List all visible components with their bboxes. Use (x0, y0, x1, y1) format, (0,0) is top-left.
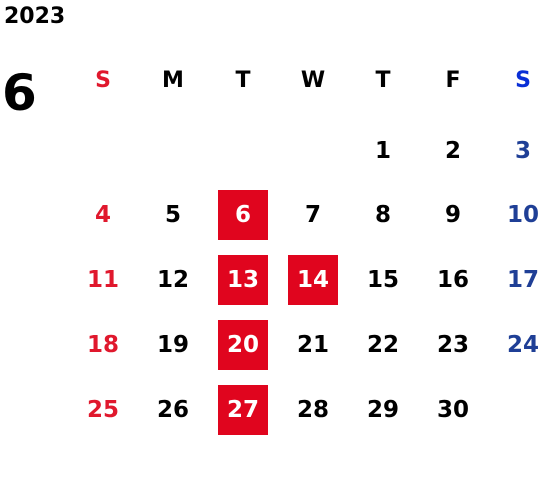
day-cell: 25 (86, 397, 119, 423)
day-cell: 19 (156, 332, 189, 358)
empty-day-cell (288, 126, 338, 176)
day-cell: 24 (506, 332, 539, 358)
day-cell: 10 (506, 202, 539, 228)
highlighted-day-cell: 13 (218, 255, 268, 305)
day-cell: 22 (366, 332, 399, 358)
day-cell: 21 (296, 332, 329, 358)
week-row: 25 26 27 28 29 30 (68, 385, 548, 435)
month-label: 6 (2, 64, 37, 122)
week-row: 1 2 3 (68, 126, 548, 176)
empty-day-cell (148, 126, 198, 176)
empty-day-cell (498, 385, 548, 435)
week-row: 18 19 20 21 22 23 24 (68, 320, 548, 370)
day-cell: 15 (366, 267, 399, 293)
weekday-saturday: S (515, 68, 531, 93)
weekday-tuesday: T (235, 68, 251, 93)
day-cell: 16 (436, 267, 469, 293)
day-cell: 2 (444, 138, 461, 164)
day-cell: 7 (304, 202, 321, 228)
day-cell: 26 (156, 397, 189, 423)
empty-day-cell (78, 126, 128, 176)
highlighted-day-cell: 27 (218, 385, 268, 435)
highlighted-day-cell: 14 (288, 255, 338, 305)
weekday-friday: F (445, 68, 461, 93)
day-cell: 8 (374, 202, 391, 228)
weekday-sunday: S (95, 68, 111, 93)
weekday-monday: M (162, 68, 184, 93)
day-cell: 1 (374, 138, 391, 164)
week-row: 11 12 13 14 15 16 17 (68, 255, 548, 305)
day-cell: 12 (156, 267, 189, 293)
weekday-thursday: T (375, 68, 391, 93)
day-cell: 3 (514, 138, 531, 164)
day-cell: 18 (86, 332, 119, 358)
day-cell: 17 (506, 267, 539, 293)
weekday-wednesday: W (300, 68, 326, 93)
day-cell: 29 (366, 397, 399, 423)
weekday-header: S M T W T F S (68, 56, 548, 106)
day-cell: 28 (296, 397, 329, 423)
day-cell: 11 (86, 267, 119, 293)
highlighted-day-cell: 6 (218, 190, 268, 240)
highlighted-day-cell: 20 (218, 320, 268, 370)
day-cell: 30 (436, 397, 469, 423)
year-label: 2023 (4, 4, 66, 29)
day-cell: 23 (436, 332, 469, 358)
day-cell: 4 (94, 202, 111, 228)
empty-day-cell (218, 126, 268, 176)
week-row: 4 5 6 7 8 9 10 (68, 190, 548, 240)
day-cell: 5 (164, 202, 181, 228)
day-cell: 9 (444, 202, 461, 228)
